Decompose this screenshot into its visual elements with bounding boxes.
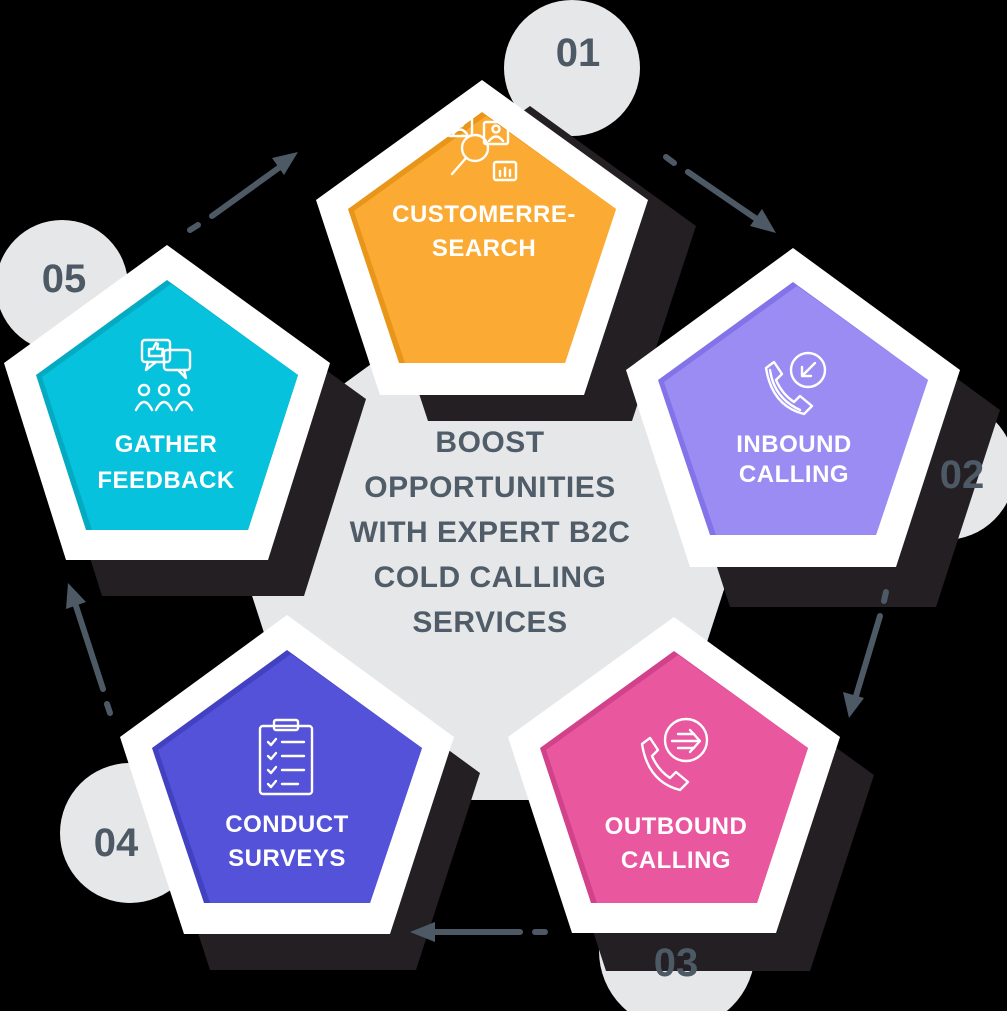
step-02-number: 02	[940, 453, 985, 497]
step-03-label-line1: OUTBOUND	[605, 813, 748, 840]
step-04-conduct-surveys	[152, 650, 422, 903]
step-05-label-line2: FEEDBACK	[97, 467, 235, 494]
step-03-number: 03	[654, 941, 699, 985]
center-title-line1: BOOST	[435, 426, 544, 459]
center-title-line5: SERVICES	[412, 606, 567, 639]
step-03-outbound-calling	[540, 651, 808, 903]
feedback-icon	[134, 338, 194, 412]
outbound-call-icon	[640, 717, 709, 792]
center-title-line2: OPPORTUNITIES	[364, 471, 616, 504]
step-04-label-line1: CONDUCT	[225, 811, 349, 838]
step-05-number: 05	[42, 257, 87, 301]
inbound-call-icon	[764, 351, 827, 416]
step-01-number: 01	[556, 31, 601, 75]
step-01-label-line2: SEARCH	[432, 235, 536, 262]
step-01-customer-research	[348, 112, 616, 363]
step-02-inbound-calling	[658, 282, 928, 535]
step-02-label-line1: INBOUND	[736, 431, 852, 458]
survey-clipboard-icon	[258, 718, 314, 796]
center-title-line3: WITH EXPERT B2C	[350, 516, 631, 549]
research-icon	[446, 114, 518, 182]
step-03-label-line2: CALLING	[621, 847, 731, 874]
step-04-number: 04	[94, 821, 139, 865]
number-circle-01	[504, 0, 640, 136]
step-01-label-line1: CUSTOMERRE-	[392, 201, 576, 228]
center-title-line4: COLD CALLING	[374, 561, 607, 594]
step-04-label-line2: SURVEYS	[228, 845, 346, 872]
step-05-label-line1: GATHER	[115, 431, 218, 458]
step-02-label-line2: CALLING	[739, 461, 849, 488]
cycle-arrows	[66, 152, 889, 942]
